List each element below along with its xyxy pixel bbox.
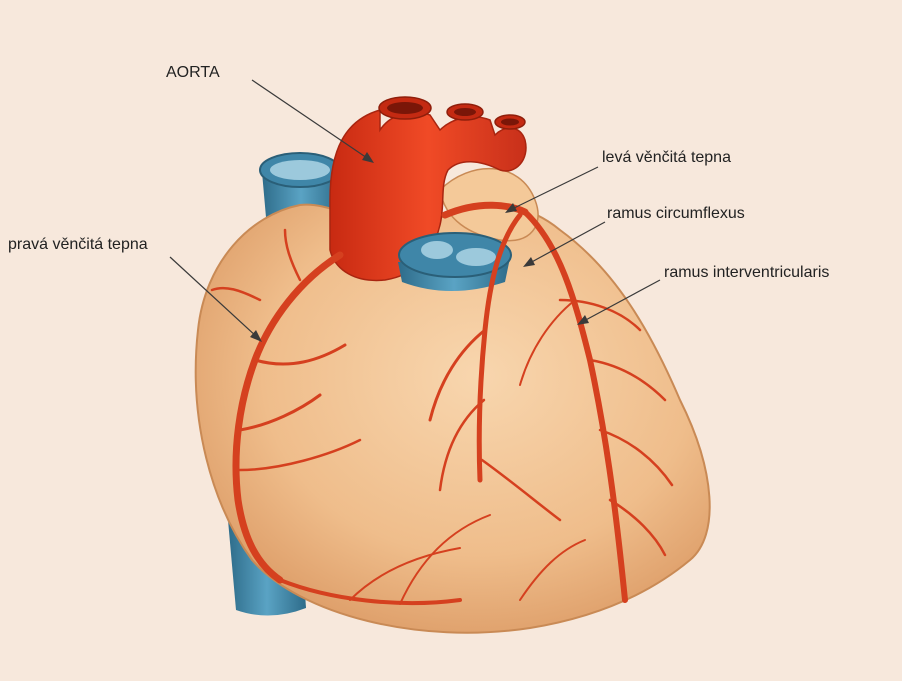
- label-aorta: AORTA: [166, 64, 220, 81]
- label-right-coronary: pravá věnčitá tepna: [8, 236, 148, 253]
- label-left-coronary: levá věnčitá tepna: [602, 149, 731, 166]
- label-interventricular: ramus interventricularis: [664, 264, 829, 281]
- label-circumflex: ramus circumflexus: [607, 205, 745, 222]
